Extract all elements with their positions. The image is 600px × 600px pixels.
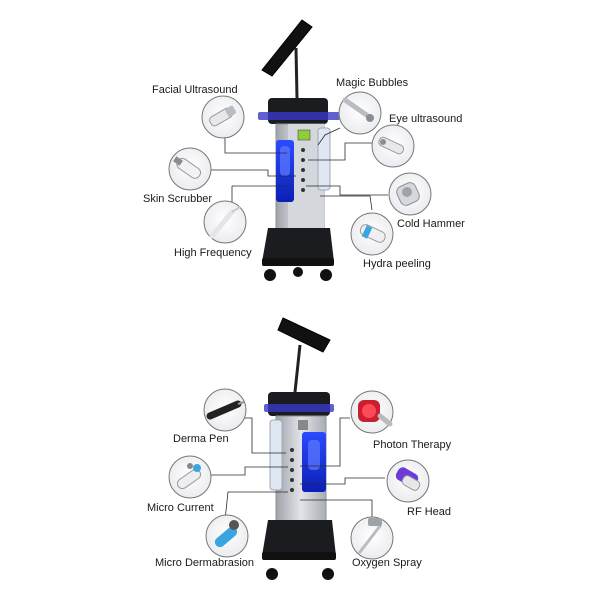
label-high-frequency: High Frequency (174, 247, 252, 259)
magic-bubbles-icon (338, 91, 382, 135)
bottom-monitor-screen (277, 317, 331, 353)
label-micro-dermabrasion: Micro Dermabrasion (155, 557, 255, 569)
label-micro-current: Micro Current (147, 502, 214, 514)
label-facial-ultrasound: Facial Ultrasound (152, 84, 238, 96)
derma-pen-icon (203, 388, 247, 432)
oxygen-spray-icon (350, 516, 394, 560)
label-rf-head: RF Head (407, 506, 452, 518)
micro-current-icon (168, 455, 212, 499)
micro-dermabrasion-icon (205, 514, 249, 558)
label-derma-pen: Derma Pen (173, 433, 229, 445)
hydra-peeling-icon (350, 212, 394, 256)
label-magic-bubbles: Magic Bubbles (336, 77, 409, 89)
top-attachment-icons (168, 91, 432, 256)
top-monitor-screen (261, 19, 313, 77)
bottom-machine (262, 317, 336, 580)
label-photon-therapy: Photon Therapy (373, 439, 452, 451)
facial-ultrasound-icon (201, 95, 245, 139)
photon-therapy-icon (350, 390, 394, 434)
high-frequency-icon (203, 200, 247, 244)
label-cold-hammer: Cold Hammer (397, 218, 465, 230)
rf-head-icon (386, 459, 430, 503)
label-oxygen-spray: Oxygen Spray (352, 557, 422, 569)
bottom-connector-lines (210, 417, 385, 528)
cold-hammer-icon (388, 172, 432, 216)
label-skin-scrubber: Skin Scrubber (143, 193, 213, 205)
label-eye-ultrasound: Eye ultrasound (389, 113, 463, 125)
bottom-attachment-icons (168, 388, 430, 560)
top-machine (258, 19, 340, 281)
skin-scrubber-icon (168, 147, 212, 191)
top-connector-lines (205, 127, 388, 211)
eye-ultrasound-icon (371, 124, 415, 168)
label-hydra-peeling: Hydra peeling (363, 258, 431, 270)
